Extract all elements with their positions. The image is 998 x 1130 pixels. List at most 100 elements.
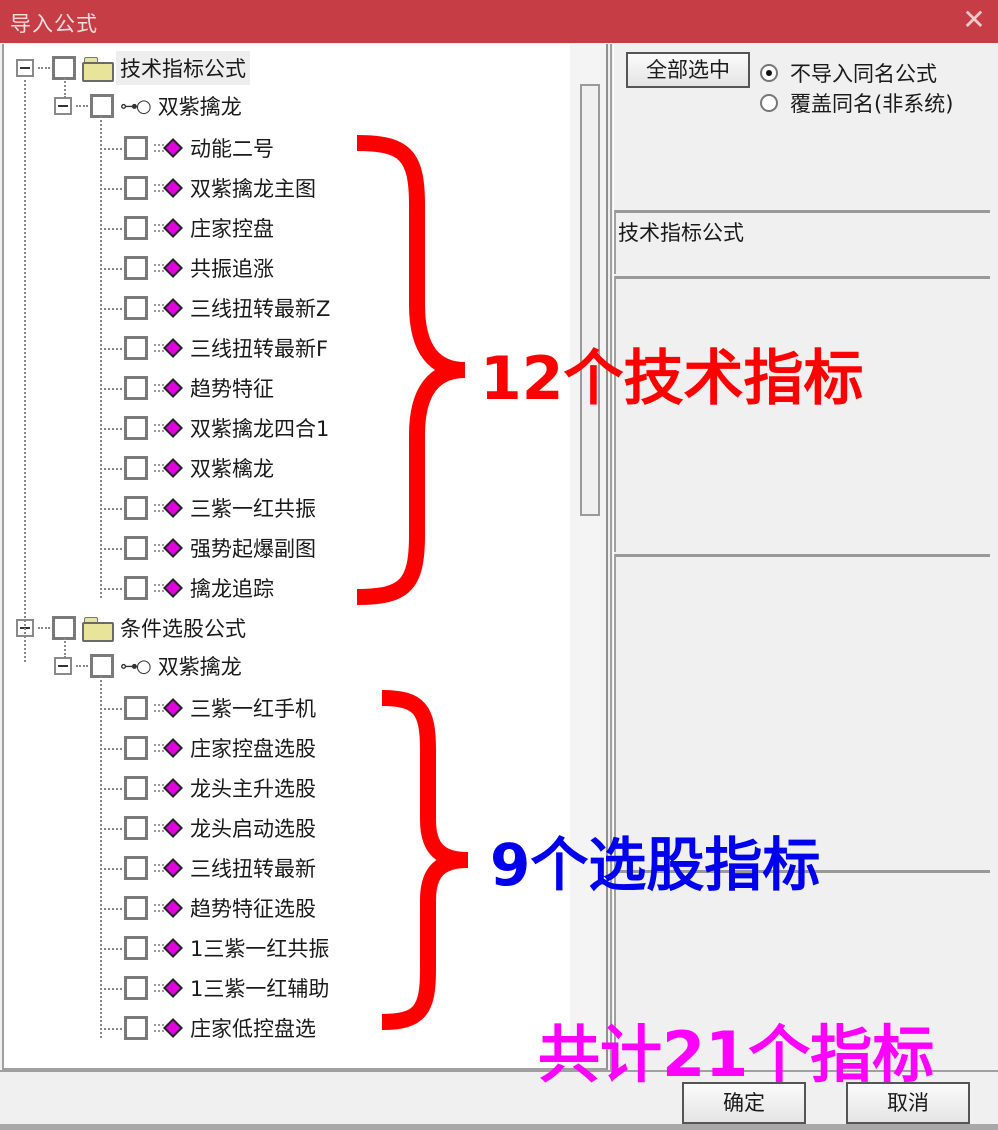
- formula-item[interactable]: 双紫檎龙: [124, 448, 278, 488]
- item-label: 1三紫一红辅助: [190, 977, 330, 1001]
- formula-item[interactable]: 庄家控盘选股: [124, 728, 320, 768]
- item-label: 双紫檎龙: [190, 457, 274, 481]
- collapse-toggle[interactable]: [54, 97, 72, 115]
- item-label: 庄家低控盘选: [190, 1017, 316, 1041]
- tree-group-row[interactable]: 技术指标公式: [16, 48, 250, 88]
- item-label: 三线扭转最新: [190, 857, 316, 881]
- item-checkbox[interactable]: [124, 216, 148, 240]
- window-title: 导入公式: [10, 12, 98, 36]
- formula-item[interactable]: 动能二号: [124, 128, 278, 168]
- item-checkbox[interactable]: [124, 416, 148, 440]
- item-label: 三紫一红手机: [190, 697, 316, 721]
- tech-count-annotation: 12个技术指标: [480, 344, 864, 414]
- item-checkbox[interactable]: [124, 816, 148, 840]
- group-checkbox[interactable]: [52, 56, 76, 80]
- formula-item[interactable]: 三线扭转最新: [124, 848, 320, 888]
- item-checkbox[interactable]: [124, 736, 148, 760]
- item-checkbox[interactable]: [124, 776, 148, 800]
- splitter[interactable]: [610, 44, 614, 1070]
- item-checkbox[interactable]: [124, 856, 148, 880]
- item-checkbox[interactable]: [124, 976, 148, 1000]
- subgroup-checkbox[interactable]: [90, 654, 114, 678]
- formula-gem-icon: [154, 858, 183, 878]
- param-box: [614, 870, 990, 1070]
- formula-item[interactable]: 三紫一红共振: [124, 488, 320, 528]
- item-label: 共振追涨: [190, 257, 274, 281]
- item-checkbox[interactable]: [124, 696, 148, 720]
- tree-scrollbar[interactable]: [570, 44, 606, 1068]
- description-box: [614, 276, 990, 552]
- formula-item[interactable]: 庄家控盘: [124, 208, 278, 248]
- formula-item[interactable]: 1三紫一红共振: [124, 928, 333, 968]
- formula-item[interactable]: 双紫擒龙四合1: [124, 408, 333, 448]
- radio-overwrite-same[interactable]: 覆盖同名(非系统): [760, 88, 953, 118]
- formula-gem-icon: [154, 538, 183, 558]
- item-checkbox[interactable]: [124, 576, 148, 600]
- radio-label: 不导入同名公式: [790, 62, 937, 86]
- item-label: 强势起爆副图: [190, 537, 316, 561]
- formula-item[interactable]: 擒龙追踪: [124, 568, 278, 608]
- group-label: 技术指标公式: [116, 51, 250, 85]
- item-checkbox[interactable]: [124, 376, 148, 400]
- item-checkbox[interactable]: [124, 1016, 148, 1040]
- select-count-annotation: 9个选股指标: [490, 831, 821, 899]
- formula-gem-icon: [154, 138, 183, 158]
- item-label: 三紫一红共振: [190, 497, 316, 521]
- scrollbar-thumb[interactable]: [580, 84, 600, 516]
- formula-gem-icon: [154, 218, 183, 238]
- close-icon[interactable]: ✕: [962, 3, 986, 36]
- formula-item[interactable]: 共振追涨: [124, 248, 278, 288]
- formula-gem-icon: [154, 938, 183, 958]
- formula-item[interactable]: 1三紫一红辅助: [124, 968, 333, 1008]
- total-annotation: 共计21个指标: [538, 1018, 935, 1091]
- item-checkbox[interactable]: [124, 936, 148, 960]
- formula-item[interactable]: 双紫擒龙主图: [124, 168, 320, 208]
- collapse-toggle[interactable]: [16, 59, 34, 77]
- formula-item[interactable]: 庄家低控盘选: [124, 1008, 320, 1048]
- formula-item[interactable]: 龙头启动选股: [124, 808, 320, 848]
- cancel-button[interactable]: 取消: [846, 1082, 970, 1124]
- group-checkbox[interactable]: [52, 616, 76, 640]
- radio-button[interactable]: [760, 94, 778, 112]
- formula-gem-icon: [154, 578, 183, 598]
- brace-select-icon: [381, 690, 469, 1030]
- key-icon: ⊶○: [120, 95, 152, 117]
- folder-icon: [82, 57, 114, 82]
- formula-item[interactable]: 趋势特征: [124, 368, 278, 408]
- radio-button[interactable]: [760, 64, 778, 82]
- item-checkbox[interactable]: [124, 136, 148, 160]
- collapse-toggle[interactable]: [54, 657, 72, 675]
- item-checkbox[interactable]: [124, 456, 148, 480]
- tree-subgroup-row[interactable]: ⊶○ 双紫擒龙: [54, 86, 246, 126]
- formula-item[interactable]: 三紫一红手机: [124, 688, 320, 728]
- item-checkbox[interactable]: [124, 496, 148, 520]
- formula-item[interactable]: 三线扭转最新Z: [124, 288, 334, 328]
- ok-button[interactable]: 确定: [682, 1082, 806, 1124]
- formula-gem-icon: [154, 458, 183, 478]
- radio-no-import-same[interactable]: 不导入同名公式: [760, 58, 937, 88]
- item-checkbox[interactable]: [124, 176, 148, 200]
- formula-item[interactable]: 强势起爆副图: [124, 528, 320, 568]
- formula-gem-icon: [154, 258, 183, 278]
- formula-item[interactable]: 趋势特征选股: [124, 888, 320, 928]
- formula-tree[interactable]: 技术指标公式 ⊶○ 双紫擒龙 动能二号 双紫擒龙主图 庄家控盘: [2, 44, 608, 1070]
- item-checkbox[interactable]: [124, 336, 148, 360]
- item-label: 双紫擒龙四合1: [190, 417, 330, 441]
- item-checkbox[interactable]: [124, 536, 148, 560]
- tree-subgroup-row[interactable]: ⊶○ 双紫擒龙: [54, 646, 246, 686]
- item-checkbox[interactable]: [124, 896, 148, 920]
- select-all-button[interactable]: 全部选中: [626, 52, 750, 88]
- item-label: 三线扭转最新Z: [190, 297, 331, 321]
- item-checkbox[interactable]: [124, 256, 148, 280]
- item-label: 擒龙追踪: [190, 577, 274, 601]
- tree-group-row[interactable]: 条件选股公式: [16, 608, 250, 648]
- formula-gem-icon: [154, 1018, 183, 1038]
- formula-gem-icon: [154, 898, 183, 918]
- formula-item[interactable]: 龙头主升选股: [124, 768, 320, 808]
- item-label: 庄家控盘: [190, 217, 274, 241]
- formula-item[interactable]: 三线扭转最新F: [124, 328, 332, 368]
- formula-gem-icon: [154, 498, 183, 518]
- formula-gem-icon: [154, 298, 183, 318]
- subgroup-checkbox[interactable]: [90, 94, 114, 118]
- item-checkbox[interactable]: [124, 296, 148, 320]
